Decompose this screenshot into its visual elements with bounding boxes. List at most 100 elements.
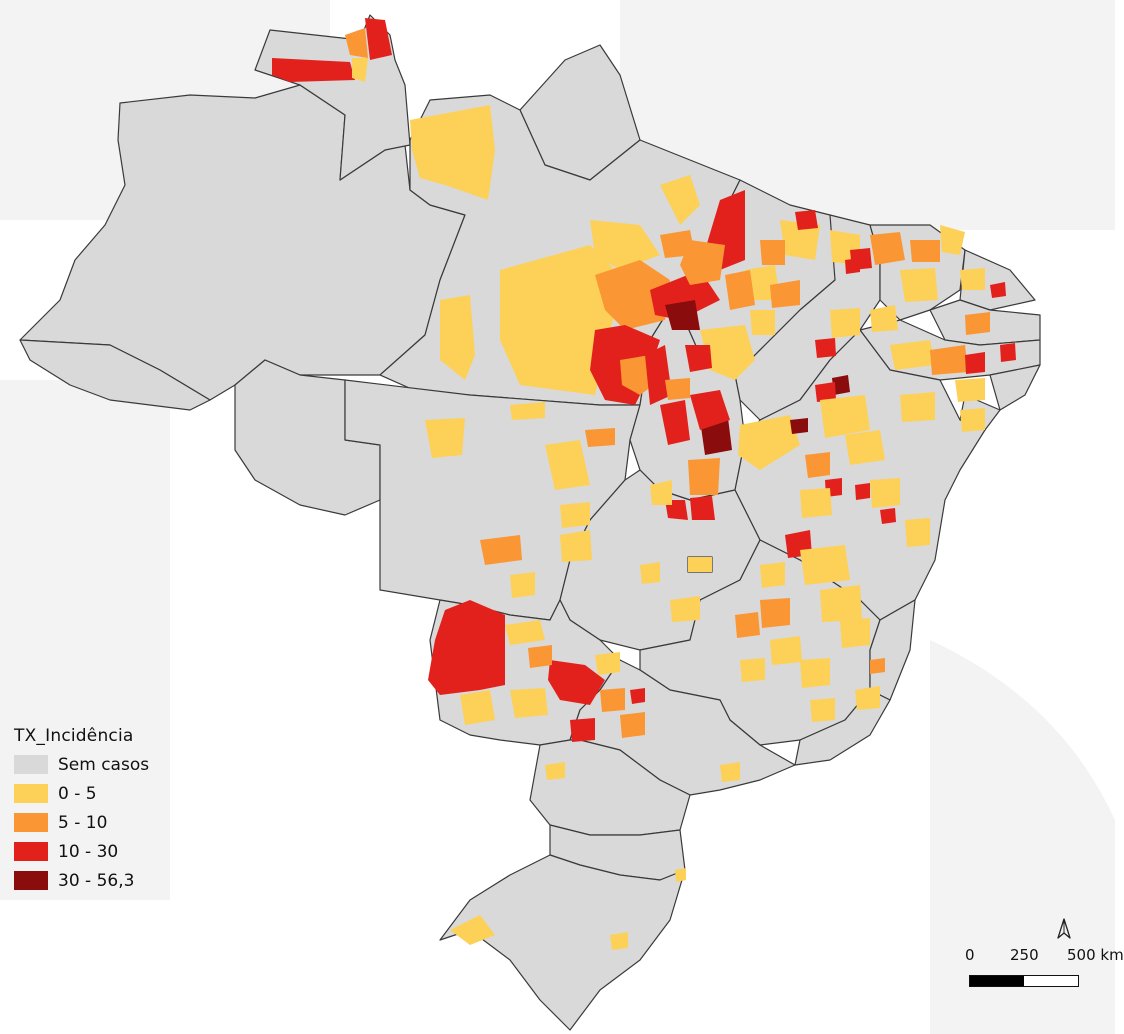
scale-label-250: 250 [1010,946,1039,964]
patch-10-30 [660,400,690,445]
patch-0-5 [425,418,465,458]
patch-0-5 [940,225,965,255]
patch-5-10 [870,658,885,674]
patch-10-30 [690,390,730,430]
scale-label-500: 500 km [1067,946,1124,964]
patch-5-10 [600,688,625,712]
patch-0-5 [660,175,700,225]
state-alagoas[interactable] [989,364,1041,411]
patch-10-30 [965,352,985,374]
patch-10-30 [855,483,870,500]
state-rio-grande-do-sul[interactable] [439,854,686,1031]
patch-5-10 [665,378,690,400]
patch-0-5 [840,618,870,648]
state-acre[interactable] [19,339,211,411]
patch-0-5 [440,295,475,380]
patch-30-56 [832,375,850,395]
patch-0-5 [410,105,495,200]
patch-0-5 [650,480,672,505]
patch-0-5 [610,932,628,950]
north-arrow-icon [1057,918,1071,939]
patch-0-5 [820,395,870,438]
patch-0-5 [352,58,368,82]
patch-5-10 [688,458,720,495]
patch-0-5 [830,308,860,338]
patch-0-5 [800,488,832,518]
scale-segment-black [970,976,1024,986]
patch-0-5 [560,530,592,562]
patch-0-5 [870,478,900,508]
patch-5-10 [528,645,552,668]
legend-item-10-30: 10 - 30 [14,837,149,866]
legend-label: 10 - 30 [58,841,119,862]
patch-0-5 [545,762,565,780]
patch-0-5 [460,690,495,725]
legend-item-sem-casos: Sem casos [14,750,149,779]
patch-30-56 [665,300,700,330]
patch-10-30 [365,18,392,60]
patch-0-5 [800,545,850,585]
scale-bar: 0 250 500 km [955,918,1124,998]
patch-0-5 [545,440,590,490]
patch-0-5 [900,392,935,422]
patch-0-5 [900,268,938,302]
patch-0-5 [955,378,985,402]
patch-0-5 [450,915,495,945]
legend-swatch [14,784,48,803]
patch-5-10 [870,232,905,265]
legend-label: 0 - 5 [58,783,97,804]
patch-5-10 [760,598,790,628]
patch-10-30 [845,258,860,274]
patch-5-10 [910,240,940,262]
patch-0-5 [738,415,800,470]
patch-30-56 [790,418,808,434]
patch-0-5 [670,596,700,622]
patch-0-5 [675,868,686,882]
legend-swatch [14,755,48,774]
patch-10-30 [570,718,595,742]
patch-5-10 [735,612,760,638]
patch-0-5 [640,562,660,584]
patch-10-30 [990,282,1006,298]
patch-5-10 [620,712,645,738]
patch-0-5 [810,698,835,722]
patch-10-30 [1000,343,1016,362]
patch-0-5 [820,585,862,622]
patch-0-5 [720,762,740,782]
patch-0-5 [510,572,535,598]
patch-10-30 [272,58,355,82]
patch-5-10 [760,240,785,265]
legend-title: TX_Incidência [14,726,134,746]
legend-swatch [14,813,48,832]
patch-10-30 [690,496,715,520]
patch-10-30 [428,600,505,695]
patch-5-10 [660,230,695,258]
patch-10-30 [815,382,836,402]
legend-swatch [14,871,48,890]
patch-0-5 [960,268,985,290]
patch-5-10 [965,312,990,335]
patch-0-5 [855,686,880,710]
patch-5-10 [480,535,522,565]
incidence-patches [272,18,1016,950]
scale-segment-white [1024,976,1078,986]
patch-5-10 [805,452,830,478]
patch-0-5 [750,310,775,335]
patch-0-5 [590,220,660,270]
legend-label: 5 - 10 [58,812,108,833]
patch-0-5 [800,658,830,688]
patch-0-5 [560,502,590,528]
patch-10-30 [645,345,672,405]
patch-0-5 [870,305,898,332]
patch-0-5 [740,658,765,682]
patch-5-10 [345,28,368,58]
patch-5-10 [930,345,968,375]
legend-swatch [14,842,48,861]
state-rio-grande-do-norte[interactable] [959,249,1036,311]
patch-0-5 [770,636,802,665]
patch-0-5 [688,557,712,572]
patch-0-5 [960,408,985,432]
scale-bar-graphic [969,975,1079,987]
patch-0-5 [505,620,545,645]
